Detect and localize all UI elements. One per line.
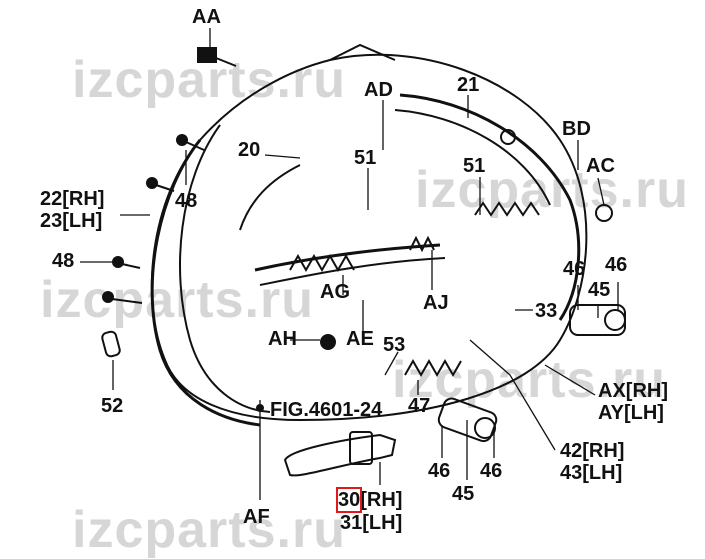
label-43-lh: 43[LH]: [560, 462, 623, 484]
label-42-rh: 42[RH]: [560, 440, 625, 462]
label-45: 45: [452, 483, 475, 505]
label-46: 46: [428, 460, 451, 482]
label-ax-rh: AX[RH]: [598, 380, 668, 402]
watermark: izcparts.ru: [392, 351, 666, 409]
adjuster-cylinder-45: [437, 304, 626, 443]
label-30-rh[interactable]: 30[RH]: [335, 487, 403, 513]
label-30-suffix: [RH]: [360, 489, 403, 511]
reference-dot: [256, 404, 264, 412]
label-48: 48: [175, 190, 198, 212]
label-21: 21: [457, 74, 480, 96]
label-51: 51: [463, 155, 486, 177]
bolts: [101, 47, 613, 358]
label-ae: AE: [346, 328, 374, 350]
label-31-lh: 31[LH]: [340, 512, 403, 534]
label-aj: AJ: [423, 292, 449, 314]
label-33: 33: [535, 300, 558, 322]
wheel-cylinder-pin: [283, 431, 397, 477]
springs: [289, 201, 540, 378]
label-46: 46: [563, 258, 586, 280]
label-ad: AD: [364, 79, 393, 101]
highlighted-part-30[interactable]: 30: [335, 487, 363, 513]
label-46: 46: [605, 254, 628, 276]
label-ac: AC: [586, 155, 615, 177]
label-ay-lh: AY[LH]: [598, 402, 664, 424]
label-22-rh: 22[RH]: [40, 188, 105, 210]
label-20: 20: [238, 139, 261, 161]
label-af: AF: [243, 506, 270, 528]
leader-lines: [80, 28, 619, 500]
label-ag: AG: [320, 281, 350, 303]
label-bd: BD: [562, 118, 591, 140]
label-48: 48: [52, 250, 75, 272]
label-52: 52: [101, 395, 124, 417]
label-45: 45: [588, 279, 611, 301]
label-23-lh: 23[LH]: [40, 210, 103, 232]
label-53: 53: [383, 334, 406, 356]
label-ah: AH: [268, 328, 297, 350]
figure-reference[interactable]: FIG.4601-24: [270, 399, 383, 421]
label-46: 46: [480, 460, 503, 482]
backing-plate: [150, 43, 588, 427]
label-51: 51: [354, 147, 377, 169]
label-47: 47: [408, 395, 431, 417]
watermark: izcparts.ru: [72, 501, 346, 559]
label-aa: AA: [192, 6, 221, 28]
